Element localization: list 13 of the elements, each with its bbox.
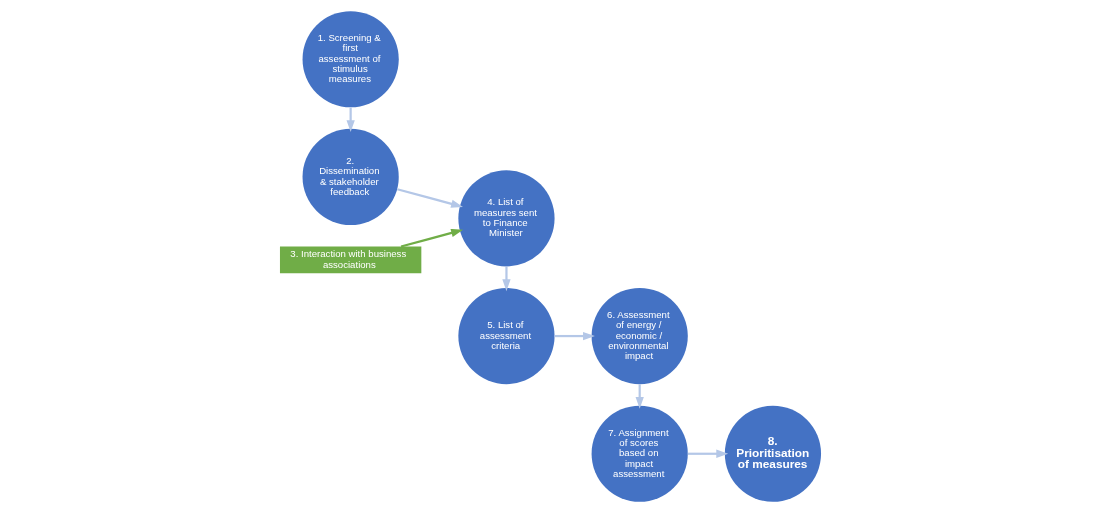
arrow (554, 331, 595, 341)
node-circle: 6. Assessment of energy / economic / environmental impact (591, 287, 688, 385)
node-circle: 7. Assignment of scores based on impact assessment (591, 405, 688, 502)
arrow (400, 228, 464, 248)
node-circle: 5. List of assessment criteria (458, 287, 555, 385)
node-circle: 8. Prioritisation of measures (724, 405, 822, 502)
arrow (687, 449, 729, 458)
arrow (502, 266, 511, 292)
node-circle: 2. Dissemination & stakeholder feedback (302, 128, 399, 226)
node-box: 3. Interaction with business associations (279, 246, 422, 274)
node-circle: 1. Screening & first assessment of stimulus measures (302, 11, 399, 108)
node-circle: 4. List of measures sent to Finance Minister (458, 170, 555, 267)
arrow (397, 188, 463, 208)
